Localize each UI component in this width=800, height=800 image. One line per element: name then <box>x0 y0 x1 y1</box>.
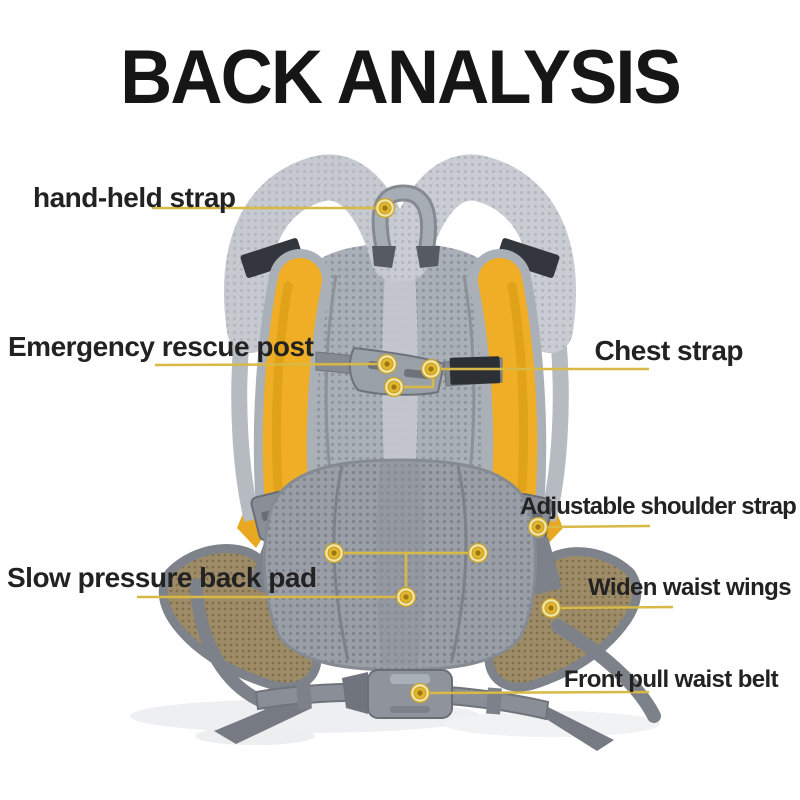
marker-chest-2 <box>384 377 404 397</box>
callout-label-adjustable-shoulder-strap: Adjustable shoulder strap <box>519 493 797 520</box>
shoulder-pad-left <box>253 249 331 523</box>
shoulder-pad-right <box>469 249 547 523</box>
hand-held-strap-loop <box>371 184 440 268</box>
leader-adjustable <box>544 524 651 529</box>
marker-chest <box>421 359 441 379</box>
callout-label-chest-strap: Chest strap <box>594 335 743 366</box>
marker-emergency <box>377 354 397 374</box>
leader-front-pull <box>426 690 650 695</box>
callout-label-emergency-rescue-post: Emergency rescue post <box>8 331 314 362</box>
marker-hand-held <box>375 198 395 218</box>
callout-label-hand-held-strap: hand-held strap <box>33 182 236 213</box>
marker-adjustable <box>528 517 548 537</box>
pack-side-left <box>231 334 260 522</box>
callout-label-slow-pressure-back-pad: Slow pressure back pad <box>7 562 317 593</box>
reflective-band-right <box>496 238 560 278</box>
back-pad <box>262 458 538 672</box>
marker-backpad-left <box>324 543 344 563</box>
callout-label-widen-waist-wings: Widen waist wings <box>588 574 792 601</box>
reflective-band-left <box>240 238 304 278</box>
callout-label-front-pull-waist-belt: Front pull waist belt <box>563 666 779 693</box>
marker-front-pull <box>410 683 430 703</box>
leader-widen <box>557 605 674 610</box>
page-title: BACK ANALYSIS <box>120 35 682 120</box>
chest-strap <box>315 346 503 396</box>
marker-backpad-right <box>468 543 488 563</box>
marker-widen <box>541 598 561 618</box>
leader-emergency <box>154 362 387 367</box>
marker-backpad-center <box>396 587 416 607</box>
